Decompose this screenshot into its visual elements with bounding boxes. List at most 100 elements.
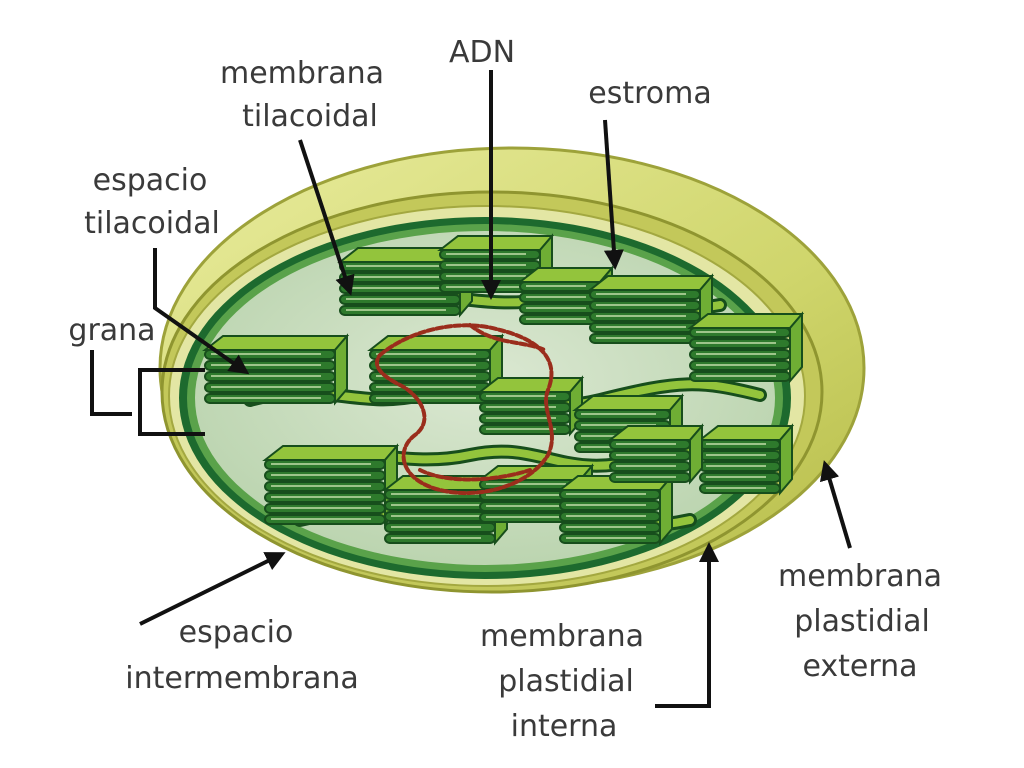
thylakoid-highlight — [526, 296, 586, 298]
thylakoid-highlight — [566, 504, 646, 506]
arrow-espacio-intermembrana — [139, 552, 286, 626]
thylakoid-highlight — [486, 505, 566, 507]
thylakoid-highlight — [596, 293, 686, 295]
thylakoid-highlight — [596, 326, 686, 328]
label-membrana-plastidial-externa-1: membrana — [778, 559, 942, 594]
leader-lines — [90, 70, 852, 708]
thylakoid-highlight — [391, 526, 481, 528]
thylakoid-highlight — [346, 309, 446, 311]
thylakoid-highlight — [596, 315, 686, 317]
thylakoid-highlight — [706, 476, 766, 478]
thylakoid-highlight — [271, 518, 371, 520]
thylakoid-highlight — [486, 516, 566, 518]
granum-stack — [262, 443, 400, 527]
label-membrana-tilacoidal-1: membrana — [220, 56, 384, 91]
thylakoid-highlight — [446, 286, 526, 288]
label-adn: ADN — [449, 35, 515, 70]
arrow-espacio-tilacoidal — [153, 248, 250, 375]
thylakoid-highlight — [706, 487, 766, 489]
thylakoid-highlight — [581, 413, 656, 415]
arrow-membrana-plastidial-externa — [819, 460, 852, 549]
granum-stack — [202, 333, 350, 406]
thylakoid-highlight — [616, 465, 676, 467]
granum-top-face — [477, 377, 585, 393]
thylakoid-highlight — [616, 454, 676, 456]
thylakoid-highlight — [526, 318, 586, 320]
label-espacio-tilacoidal-1: espacio — [93, 163, 208, 198]
thylakoid-highlight — [271, 496, 371, 498]
thylakoid-highlight — [391, 515, 481, 517]
thylakoid-highlight — [391, 537, 481, 539]
thylakoid-highlight — [376, 386, 476, 388]
granum-top-face — [262, 445, 400, 461]
label-membrana-plastidial-externa-3: externa — [802, 649, 917, 684]
granum-side-face — [334, 333, 348, 406]
label-membrana-plastidial-interna-1: membrana — [480, 619, 644, 654]
label-membrana-plastidial-interna-2: plastidial — [498, 664, 634, 699]
thylakoid-highlight — [271, 485, 371, 487]
grana-brace — [138, 368, 205, 436]
bracket-grana — [90, 350, 132, 416]
granum-side-face — [779, 423, 793, 496]
thylakoid-highlight — [486, 406, 556, 408]
thylakoid-highlight — [346, 287, 446, 289]
thylakoid-highlight — [486, 483, 566, 485]
label-membrana-tilacoidal-2: tilacoidal — [242, 99, 378, 134]
thylakoid-highlight — [391, 504, 481, 506]
granum-top-face — [517, 267, 615, 283]
thylakoid-highlight — [391, 493, 481, 495]
thylakoid-layer — [202, 233, 805, 546]
granum-top-face — [587, 275, 715, 291]
thylakoid-highlight — [486, 417, 556, 419]
granum-side-face — [789, 311, 803, 384]
thylakoid-highlight — [211, 375, 321, 377]
thylakoid-highlight — [376, 397, 476, 399]
arrow-membrana-tilacoidal — [298, 139, 355, 296]
label-espacio-tilacoidal-2: tilacoidal — [84, 206, 220, 241]
label-espacio-intermembrana-1: espacio — [179, 615, 294, 650]
thylakoid-highlight — [271, 474, 371, 476]
thylakoid-highlight — [211, 353, 321, 355]
granum-top-face — [607, 425, 705, 441]
thylakoid-highlight — [376, 353, 476, 355]
thylakoid-highlight — [211, 386, 321, 388]
granum-stack — [477, 375, 585, 437]
granum-stack — [697, 423, 795, 496]
granum-side-face — [689, 423, 703, 485]
dna-strand — [374, 323, 554, 495]
granum-top-face — [697, 425, 795, 441]
thylakoid-highlight — [346, 298, 446, 300]
thylakoid-highlight — [346, 265, 446, 267]
thylakoid-highlight — [376, 375, 476, 377]
label-grana: grana — [68, 313, 155, 348]
thylakoid-highlight — [486, 395, 556, 397]
arrow-estroma — [603, 119, 624, 270]
thylakoid-highlight — [566, 515, 646, 517]
thylakoid-highlight — [486, 428, 556, 430]
thylakoid-highlight — [616, 443, 676, 445]
thylakoid-highlight — [596, 304, 686, 306]
labels: ADN membrana tilacoidal estroma espacio … — [68, 35, 942, 744]
label-membrana-plastidial-interna-3: interna — [511, 709, 618, 744]
thylakoid-highlight — [706, 465, 766, 467]
granum-stack — [557, 473, 675, 546]
thylakoid-highlight — [696, 375, 776, 377]
thylakoid-highlight — [486, 494, 566, 496]
label-membrana-plastidial-externa-2: plastidial — [794, 604, 930, 639]
thylakoid-highlight — [596, 337, 686, 339]
granum-stack — [687, 311, 805, 384]
arrow-membrana-plastidial-interna — [655, 542, 719, 708]
thylakoid-highlight — [346, 276, 446, 278]
thylakoid-highlight — [706, 443, 766, 445]
granum-top-face — [202, 335, 350, 351]
label-espacio-intermembrana-2: intermembrana — [125, 661, 358, 696]
thylakoid-highlight — [446, 253, 526, 255]
thylakoid-highlight — [271, 507, 371, 509]
thylakoid-highlight — [581, 424, 656, 426]
thylakoid-highlight — [526, 307, 586, 309]
thylakoid-highlight — [271, 463, 371, 465]
thylakoid-highlight — [446, 275, 526, 277]
thylakoid-highlight — [566, 526, 646, 528]
granum-top-face — [572, 395, 685, 411]
label-estroma: estroma — [588, 76, 712, 111]
